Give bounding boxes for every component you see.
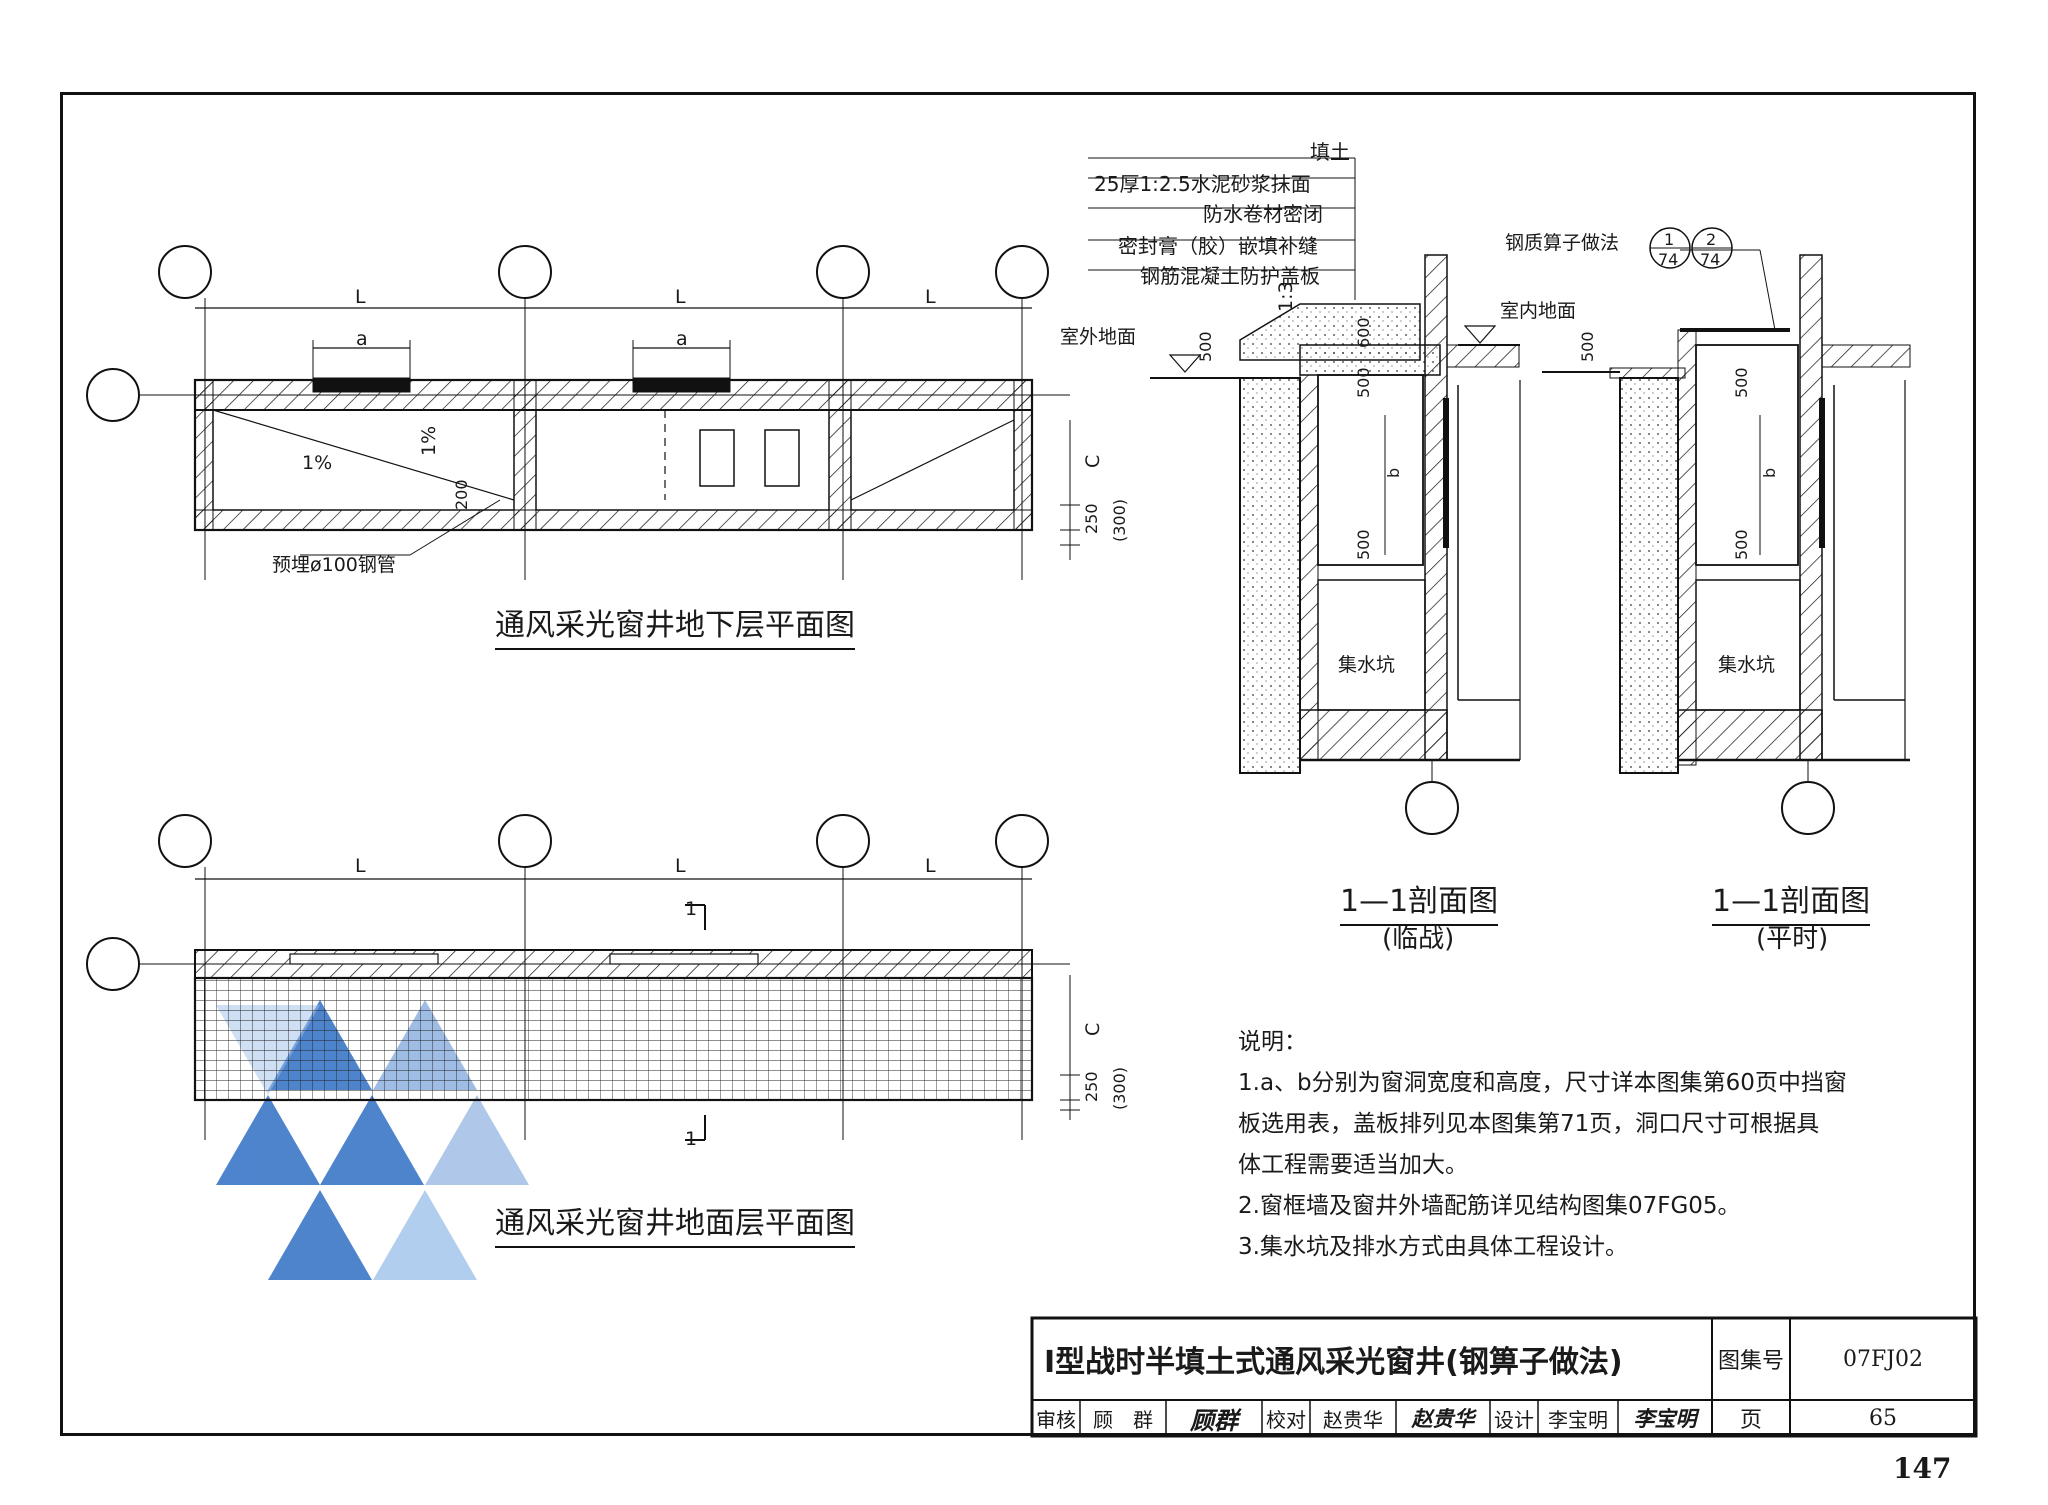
note-line: 1.a、b分别为窗洞宽度和高度，尺寸详本图集第60页中挡窗 (1238, 1070, 1847, 1096)
section-peacetime (1542, 249, 1911, 835)
atlas-number-label: 图集号 (1717, 1349, 1784, 1374)
depth-dimension: C (1082, 454, 1104, 468)
wall-dimension: 250 (1082, 503, 1101, 534)
ref-circle-number: 1 (1664, 230, 1675, 249)
slope-ratio: 1:3 (1275, 281, 1297, 312)
section-peacetime-subtitle: (平时) (1756, 924, 1829, 954)
dim-500: 500 (1196, 331, 1215, 362)
depth-dimension: C (1082, 1022, 1104, 1036)
drawing-frame (60, 92, 1976, 1436)
section-wartime-subtitle: (临战) (1382, 924, 1455, 954)
callout-cover-plate: 钢筋混凝土防护盖板 (1140, 264, 1320, 288)
callout-sealant: 密封膏（胶）嵌填补缝 (1118, 234, 1318, 258)
note-line: 板选用表，盖板排列见本图集第71页，洞口尺寸可根据具 (1238, 1111, 1820, 1137)
atlas-number: 07FJ02 (1842, 1346, 1924, 1372)
dim-500: 500 (1354, 529, 1373, 560)
callout-membrane: 防水卷材密闭 (1203, 202, 1323, 226)
section-peacetime-title: 1—1剖面图 (1712, 876, 1871, 926)
section-wartime (1088, 157, 1521, 835)
sump-label: 集水坑 (1338, 654, 1396, 676)
reviewer-signature: 顾群 (1190, 1405, 1238, 1435)
check-label: 校对 (1266, 1407, 1306, 1432)
axis-bubble (816, 814, 870, 868)
slope-label: 1% (302, 452, 333, 474)
wall-dimension-alt: (300) (1110, 498, 1129, 542)
dim-b: b (1760, 467, 1779, 478)
wall-dimension: 250 (1082, 1071, 1101, 1102)
checker-name: 赵贵华 (1323, 1407, 1383, 1432)
axis-bubble (1781, 781, 1835, 835)
axis-bubble (995, 245, 1049, 299)
bay-dimension-label: L (675, 855, 686, 877)
callout-mortar: 25厚1:2.5水泥砂浆抹面 (1094, 172, 1311, 196)
section-cut-mark: 1 (685, 898, 698, 920)
designer-signature: 李宝明 (1633, 1406, 1697, 1431)
axis-bubble (498, 245, 552, 299)
bay-dimension-label: L (925, 855, 936, 877)
grating-callout: 钢质算子做法 (1505, 232, 1620, 254)
review-label: 审核 (1036, 1407, 1076, 1432)
dim-b: b (1384, 467, 1403, 478)
outdoor-grade-label: 室外地面 (1060, 326, 1137, 348)
ground-plan-title: 通风采光窗井地面层平面图 (495, 1198, 855, 1248)
ref-circle-page: 74 (1658, 250, 1679, 269)
ref-circle-page: 74 (1700, 250, 1721, 269)
design-label: 设计 (1494, 1407, 1534, 1432)
design-notes: 说明： 1.a、b分别为窗洞宽度和高度，尺寸详本图集第60页中挡窗 板选用表，盖… (1238, 1022, 1898, 1268)
basement-plan (86, 245, 1080, 580)
dim-600: 600 (1354, 317, 1373, 348)
title-block-grid (1030, 1316, 1978, 1438)
sheet-page-number: 147 (1893, 1452, 1952, 1485)
atlas-page-number: 65 (1869, 1405, 1897, 1431)
callout-fill: 填土 (1310, 140, 1350, 164)
bay-dimension-label: L (925, 286, 936, 308)
note-line: 2.窗框墙及窗井外墙配筋详见结构图集07FG05。 (1238, 1193, 1741, 1219)
axis-bubble (498, 814, 552, 868)
pipe-offset-dimension: 200 (452, 479, 471, 510)
dim-500: 500 (1732, 529, 1751, 560)
opening-width-label: a (676, 328, 688, 350)
note-line: 体工程需要适当加大。 (1238, 1152, 1468, 1178)
axis-bubble (816, 245, 870, 299)
axis-bubble (86, 368, 140, 422)
pipe-label: 预埋ø100钢管 (272, 554, 396, 576)
axis-bubble (158, 814, 212, 868)
note-line: 3.集水坑及排水方式由具体工程设计。 (1238, 1234, 1628, 1260)
axis-bubble (86, 937, 140, 991)
page-label: 页 (1739, 1408, 1762, 1433)
wall-dimension-alt: (300) (1110, 1066, 1129, 1110)
slope-label: 1% (418, 425, 440, 456)
dim-500: 500 (1354, 367, 1373, 398)
dim-500: 500 (1578, 331, 1597, 362)
axis-bubble (158, 245, 212, 299)
title-block: Ⅰ型战时半填土式通风采光窗井(钢箅子做法) 图集号 07FJ02 审核 顾 群 … (1032, 1318, 1976, 1436)
reviewer-name: 顾 群 (1093, 1407, 1153, 1432)
bay-dimension-label: L (355, 286, 366, 308)
detail-reference (1649, 227, 1733, 269)
ref-circle-number: 2 (1706, 230, 1717, 249)
checker-signature: 赵贵华 (1411, 1406, 1475, 1431)
bay-dimension-label: L (355, 855, 366, 877)
axis-bubble (1405, 781, 1459, 835)
opening-width-label: a (356, 328, 368, 350)
sump-label: 集水坑 (1718, 654, 1776, 676)
indoor-floor-label: 室内地面 (1500, 300, 1577, 322)
dim-500: 500 (1732, 367, 1751, 398)
section-cut-mark: 1 (685, 1128, 698, 1150)
designer-name: 李宝明 (1548, 1407, 1608, 1432)
drawing-title: Ⅰ型战时半填土式通风采光窗井(钢箅子做法) (1044, 1345, 1623, 1380)
notes-heading: 说明： (1238, 1029, 1307, 1055)
section-wartime-title: 1—1剖面图 (1340, 876, 1499, 926)
bay-dimension-label: L (675, 286, 686, 308)
basement-plan-title: 通风采光窗井地下层平面图 (495, 600, 855, 650)
axis-bubble (995, 814, 1049, 868)
ground-plan (86, 814, 1080, 1141)
